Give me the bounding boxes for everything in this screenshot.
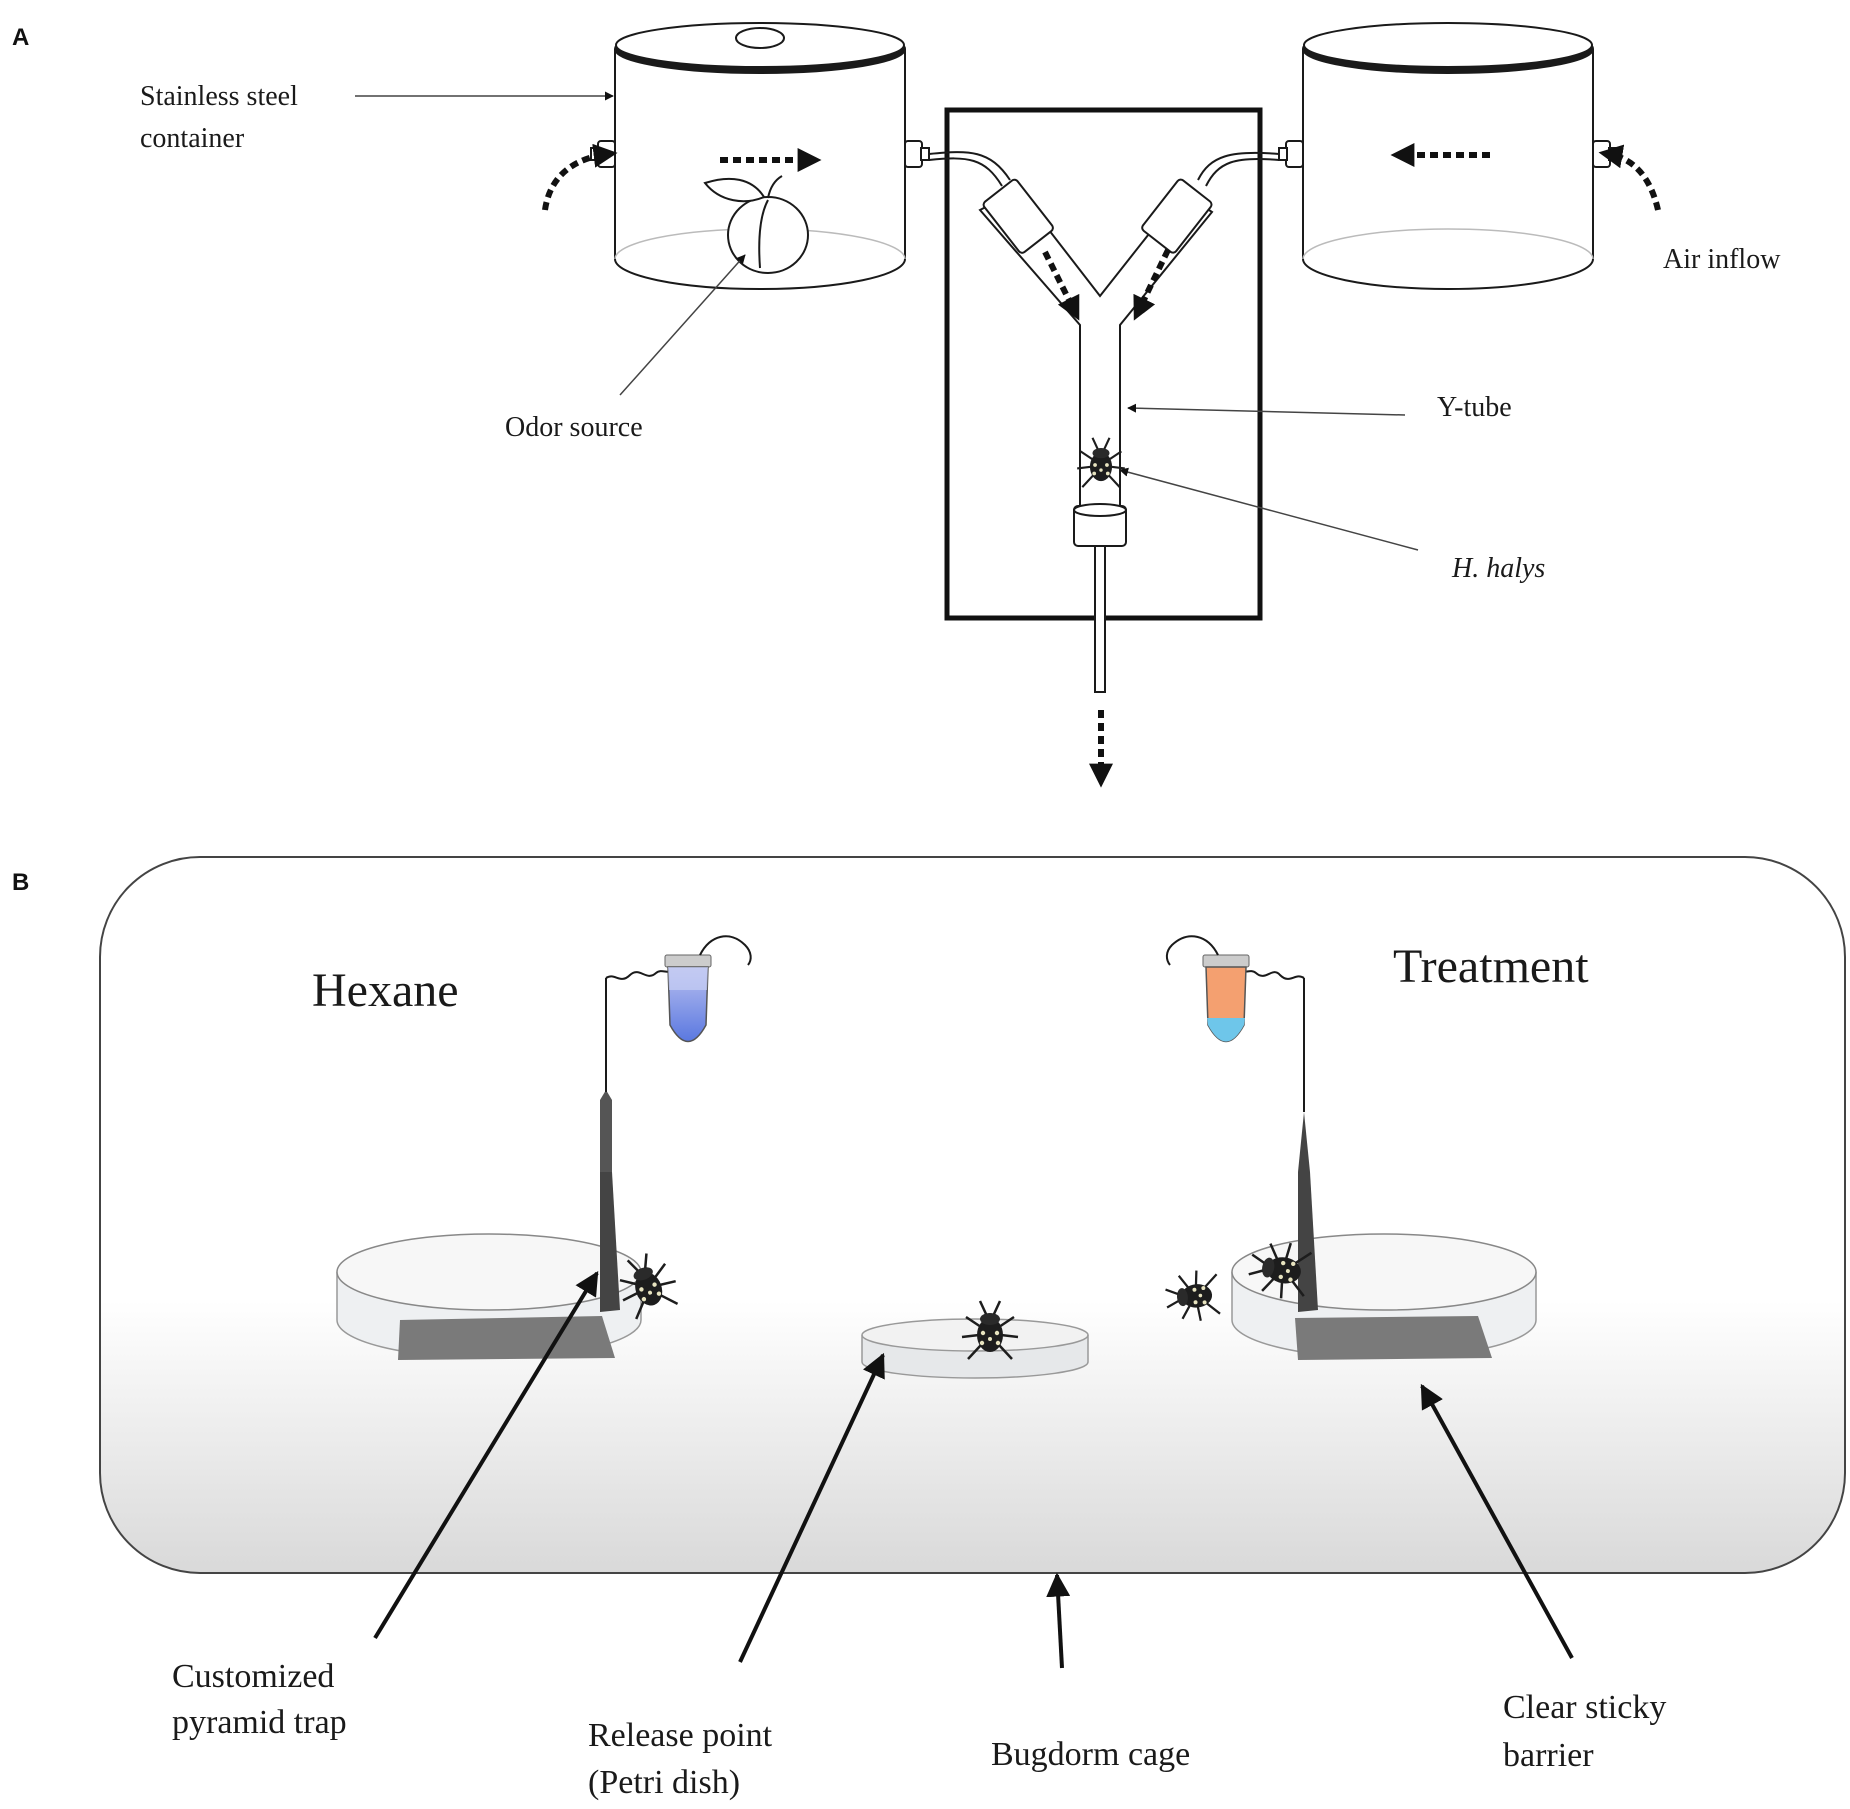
insect-label: H. halys [1451,553,1545,584]
hexane-vial-icon [664,935,752,1043]
release-label-line1: Release point [588,1717,773,1754]
right-trap [1231,1112,1537,1360]
ytube-label: Y-tube [1437,392,1512,423]
right-vial-string [1237,969,1305,980]
release-petri-dish [861,1318,1089,1379]
odor-source-label: Odor source [505,412,643,443]
cage-label: Bugdorm cage [991,1736,1190,1773]
peach-icon [703,175,809,274]
air-inflow-label: Air inflow [1663,244,1781,275]
treatment-label: Treatment [1393,940,1589,993]
trap-label-line1: Customized [172,1658,334,1695]
barrier-label-line2: barrier [1503,1737,1594,1774]
right-tubing [1197,151,1280,181]
panel-b-label: B [12,869,29,896]
leaders-a [355,91,1419,551]
treatment-vial-icon [1165,935,1250,1043]
left-outlet-port [904,140,930,168]
airflow-arrows-a [542,143,1661,788]
left-tubing-inner [928,157,1003,187]
right-outlet-port [1278,140,1304,168]
left-tubing [928,151,1011,181]
release-label-line2: (Petri dish) [588,1764,740,1801]
trap-label-line2: pyramid trap [172,1704,347,1741]
leaders-b [373,1270,1574,1669]
barrier-label-line1: Clear sticky [1503,1689,1666,1726]
container-label-line1: Stainless steel [140,81,298,112]
right-container [1302,22,1594,290]
bugdorm-cage [99,856,1846,1574]
ytube [978,178,1214,547]
right-tubing-inner [1205,157,1280,187]
hexane-label: Hexane [312,964,459,1017]
panel-a-label: A [12,24,29,51]
container-label-line2: container [140,123,245,154]
left-trap [336,1090,642,1360]
left-vial-string [605,969,675,980]
ytube-outlet [1094,545,1106,693]
right-inlet-port [1592,140,1618,168]
